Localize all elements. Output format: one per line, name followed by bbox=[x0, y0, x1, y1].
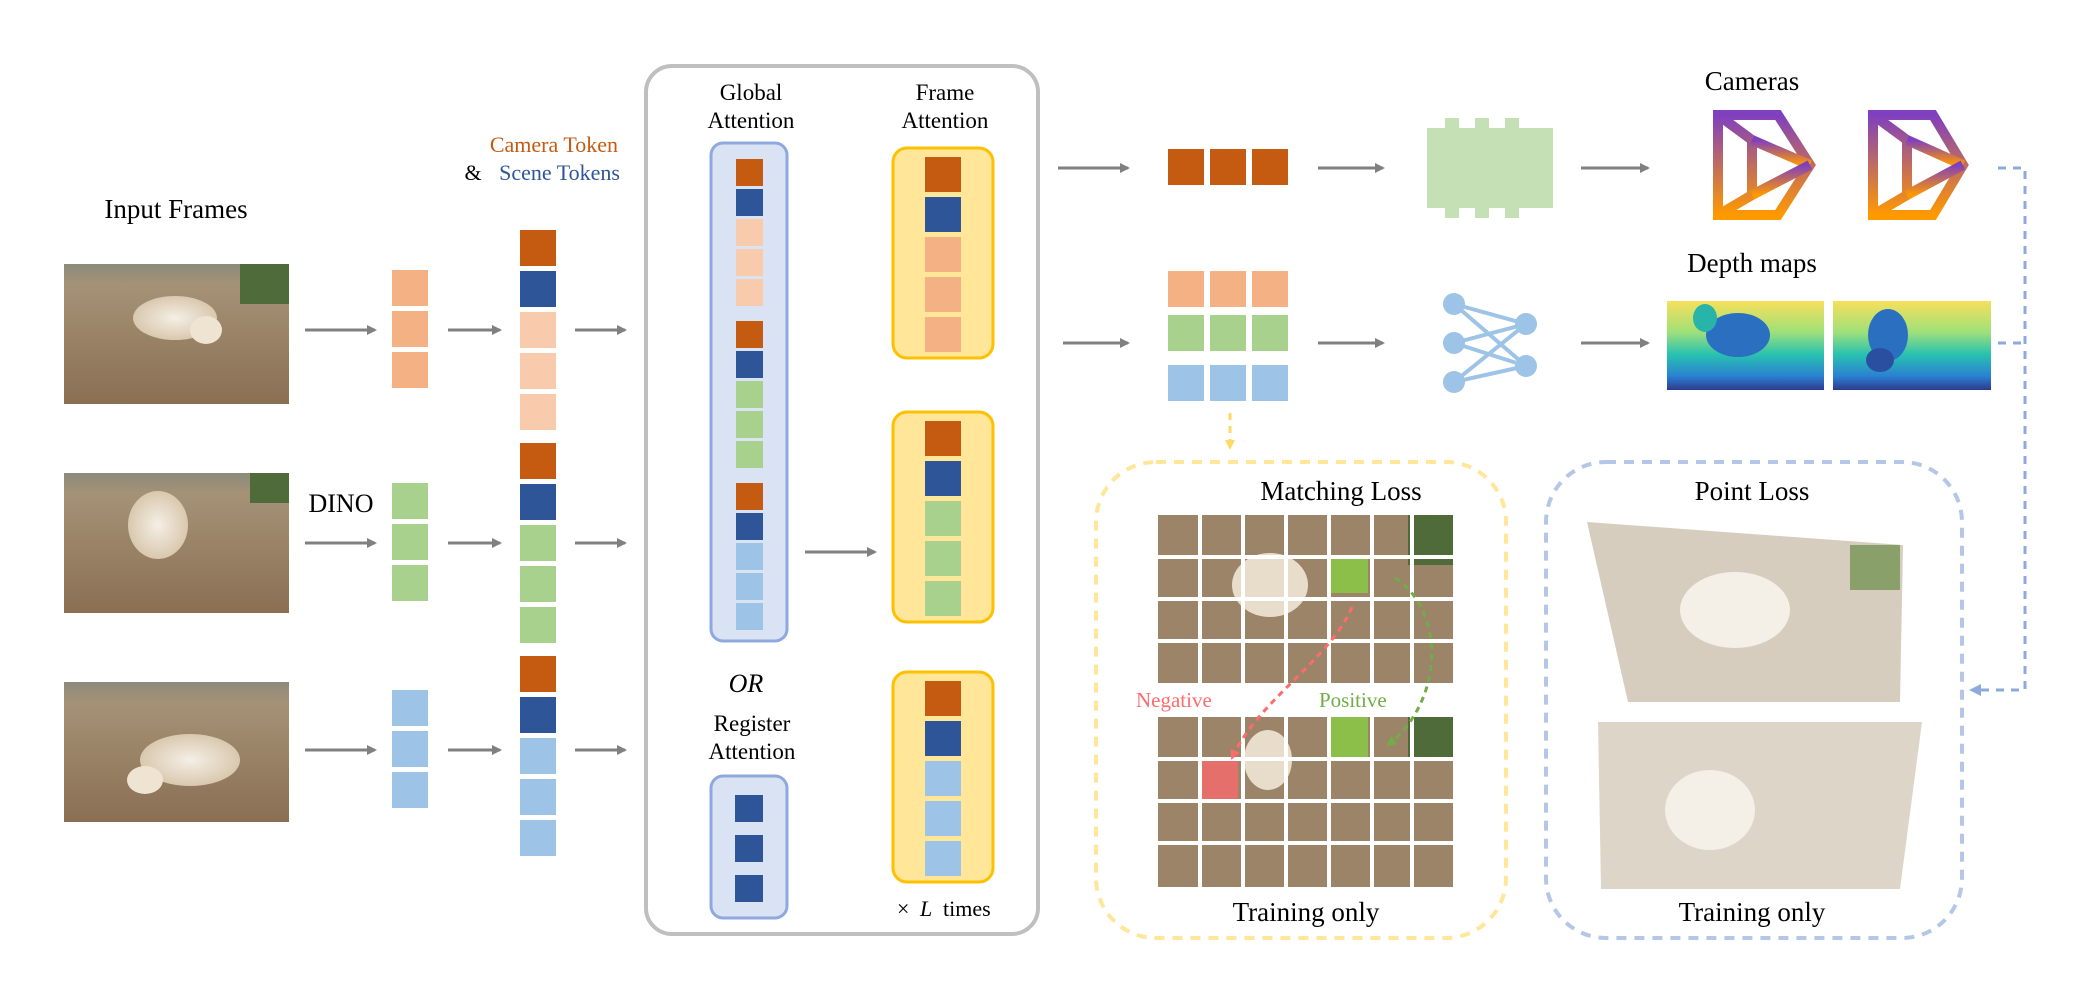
camera-token-label: Camera Token bbox=[490, 132, 618, 157]
global-attention-label-1: Global bbox=[720, 80, 783, 105]
camera-frustum-icon-2 bbox=[1868, 110, 1969, 220]
register-attention-label-2: Attention bbox=[709, 739, 796, 764]
token-stack-frame3 bbox=[520, 656, 556, 856]
point-cloud-1 bbox=[1587, 522, 1903, 702]
times-var: L bbox=[919, 896, 932, 921]
negative-label: Negative bbox=[1136, 688, 1212, 712]
input-frame-3 bbox=[64, 682, 289, 822]
scene-tokens-label: Scene Tokens bbox=[499, 160, 620, 185]
global-attention-label-2: Attention bbox=[708, 108, 795, 133]
times-suffix: times bbox=[943, 896, 991, 921]
negative-arrow bbox=[1230, 606, 1354, 760]
point-cloud-2 bbox=[1598, 722, 1922, 889]
scene-tokens-output bbox=[1168, 271, 1288, 401]
camera-frustum-icon bbox=[1713, 110, 1816, 220]
token-stack-frame2 bbox=[520, 443, 556, 643]
input-frames-label: Input Frames bbox=[104, 194, 247, 224]
camera-tokens-output bbox=[1168, 149, 1288, 185]
or-label: OR bbox=[729, 669, 764, 698]
depth-map-2 bbox=[1833, 301, 1991, 390]
cameras-label: Cameras bbox=[1705, 66, 1799, 96]
matching-loss-label: Matching Loss bbox=[1260, 476, 1421, 506]
point-loss-box bbox=[1544, 460, 1964, 940]
conv-head-icon bbox=[1427, 118, 1553, 218]
training-only-matching-label: Training only bbox=[1233, 897, 1380, 927]
ampersand-label: & bbox=[464, 160, 481, 185]
training-only-point-label: Training only bbox=[1679, 897, 1826, 927]
frame-attention-box-1 bbox=[891, 146, 995, 360]
register-attention-label-1: Register bbox=[714, 711, 791, 736]
input-frame-1 bbox=[64, 264, 289, 404]
frame-attention-label-1: Frame bbox=[916, 80, 975, 105]
mlp-icon bbox=[1443, 293, 1537, 393]
positive-label: Positive bbox=[1319, 688, 1387, 712]
frame-attention-box-2 bbox=[891, 410, 995, 624]
dino-label: DINO bbox=[309, 489, 374, 518]
positive-arrow bbox=[1386, 576, 1434, 747]
depth-map-1 bbox=[1667, 301, 1824, 390]
patch-tokens-frame1 bbox=[392, 270, 428, 388]
patch-tokens-frame3 bbox=[392, 690, 428, 808]
point-loss-label: Point Loss bbox=[1695, 476, 1810, 506]
matching-grid-lines bbox=[1158, 515, 1453, 887]
global-attention-column bbox=[709, 141, 789, 643]
times-symbol: × bbox=[897, 896, 909, 921]
frame-attention-box-3 bbox=[891, 670, 995, 884]
patch-tokens-frame2 bbox=[392, 483, 428, 601]
token-stack-frame1 bbox=[520, 230, 556, 430]
matching-loss-box bbox=[1094, 460, 1508, 940]
register-attention-column bbox=[709, 774, 789, 920]
input-frame-2 bbox=[64, 473, 289, 613]
attention-block bbox=[644, 64, 1040, 936]
frame-attention-label-2: Attention bbox=[902, 108, 989, 133]
times-label: × L times bbox=[897, 896, 991, 921]
connector-to-point-loss bbox=[1969, 166, 2027, 696]
depth-maps-label: Depth maps bbox=[1687, 248, 1817, 278]
